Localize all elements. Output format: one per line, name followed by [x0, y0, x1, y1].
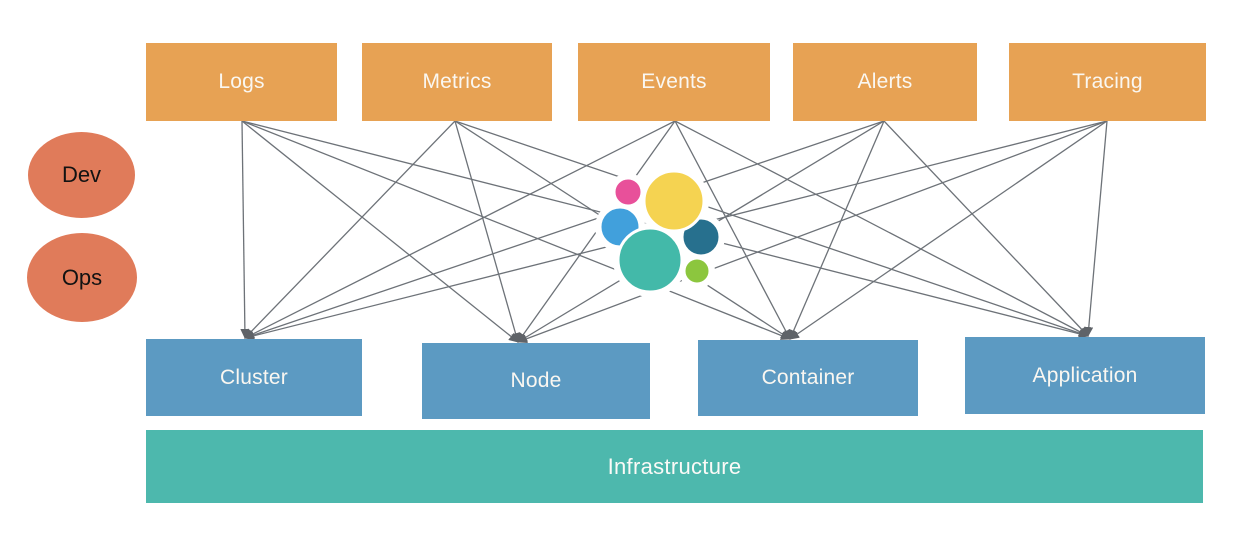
node-label: Container — [761, 366, 855, 389]
role-label: Ops — [61, 264, 103, 290]
node-tracing: Tracing — [1009, 43, 1206, 121]
role-circle-ops: Ops — [27, 233, 137, 322]
node-container: Container — [698, 340, 918, 416]
elastic-logo-green-blob — [682, 256, 712, 286]
node-metrics: Metrics — [362, 43, 552, 121]
node-label: Application — [1032, 363, 1138, 387]
node-label: Cluster — [220, 365, 288, 389]
elastic-logo-teal-blob — [616, 226, 684, 294]
role-circle-dev: Dev — [28, 132, 135, 218]
node-label: Tracing — [1072, 70, 1143, 93]
node-logs: Logs — [146, 43, 337, 121]
node-alerts: Alerts — [793, 43, 977, 121]
elastic-logo-pink-blob — [612, 176, 644, 208]
node-label: Logs — [218, 70, 265, 93]
elastic-logo — [595, 166, 725, 297]
infrastructure-bar: Infrastructure — [146, 430, 1203, 503]
node-node: Node — [422, 343, 650, 419]
node-label: Events — [641, 70, 707, 93]
node-label: Node — [510, 369, 562, 392]
infrastructure-label: Infrastructure — [607, 453, 742, 479]
node-application: Application — [965, 337, 1205, 414]
node-cluster: Cluster — [146, 339, 362, 416]
elastic-logo-yellow-blob — [642, 169, 706, 233]
node-label: Metrics — [422, 70, 492, 93]
role-label: Dev — [61, 162, 102, 187]
elastic-logo-darkteal-blob — [680, 216, 722, 258]
node-events: Events — [578, 43, 770, 121]
node-label: Alerts — [857, 70, 913, 93]
